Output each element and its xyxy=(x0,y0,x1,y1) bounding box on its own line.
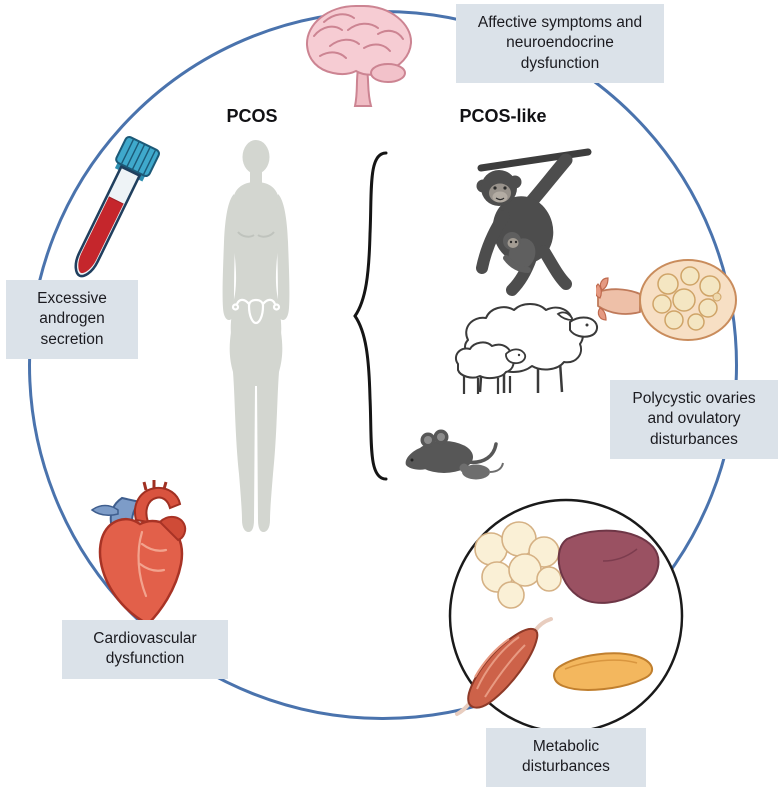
brain-icon xyxy=(286,0,436,112)
chimpanzee-icon xyxy=(426,146,594,298)
uterus-icon xyxy=(231,298,281,325)
label-metabolic: Metabolic disturbances xyxy=(486,728,646,787)
curly-brace xyxy=(350,150,390,482)
heart-icon xyxy=(84,480,202,628)
pancreas-icon xyxy=(553,652,654,691)
blood-test-tube-icon xyxy=(47,126,176,297)
label-excessive-androgen: Excessive androgen secretion xyxy=(6,280,138,360)
label-affective-symptoms: Affective symptoms and neuroendocrine dy… xyxy=(456,4,664,84)
sheep-and-lamb-icon xyxy=(420,292,600,400)
label-cardiovascular: Cardiovascular dysfunction xyxy=(62,620,228,679)
pcos-heading: PCOS xyxy=(226,106,278,126)
muscle-icon xyxy=(455,617,553,716)
metabolic-organs-icon xyxy=(447,497,685,735)
pcos-like-heading: PCOS-like xyxy=(459,106,547,126)
liver-icon xyxy=(557,529,660,604)
female-silhouette xyxy=(208,136,304,538)
label-polycystic-ovaries: Polycystic ovaries and ovulatory disturb… xyxy=(610,380,778,460)
mouse-icon xyxy=(398,424,506,480)
polycystic-ovary-icon xyxy=(596,250,740,348)
fat-cells-icon xyxy=(474,521,562,609)
